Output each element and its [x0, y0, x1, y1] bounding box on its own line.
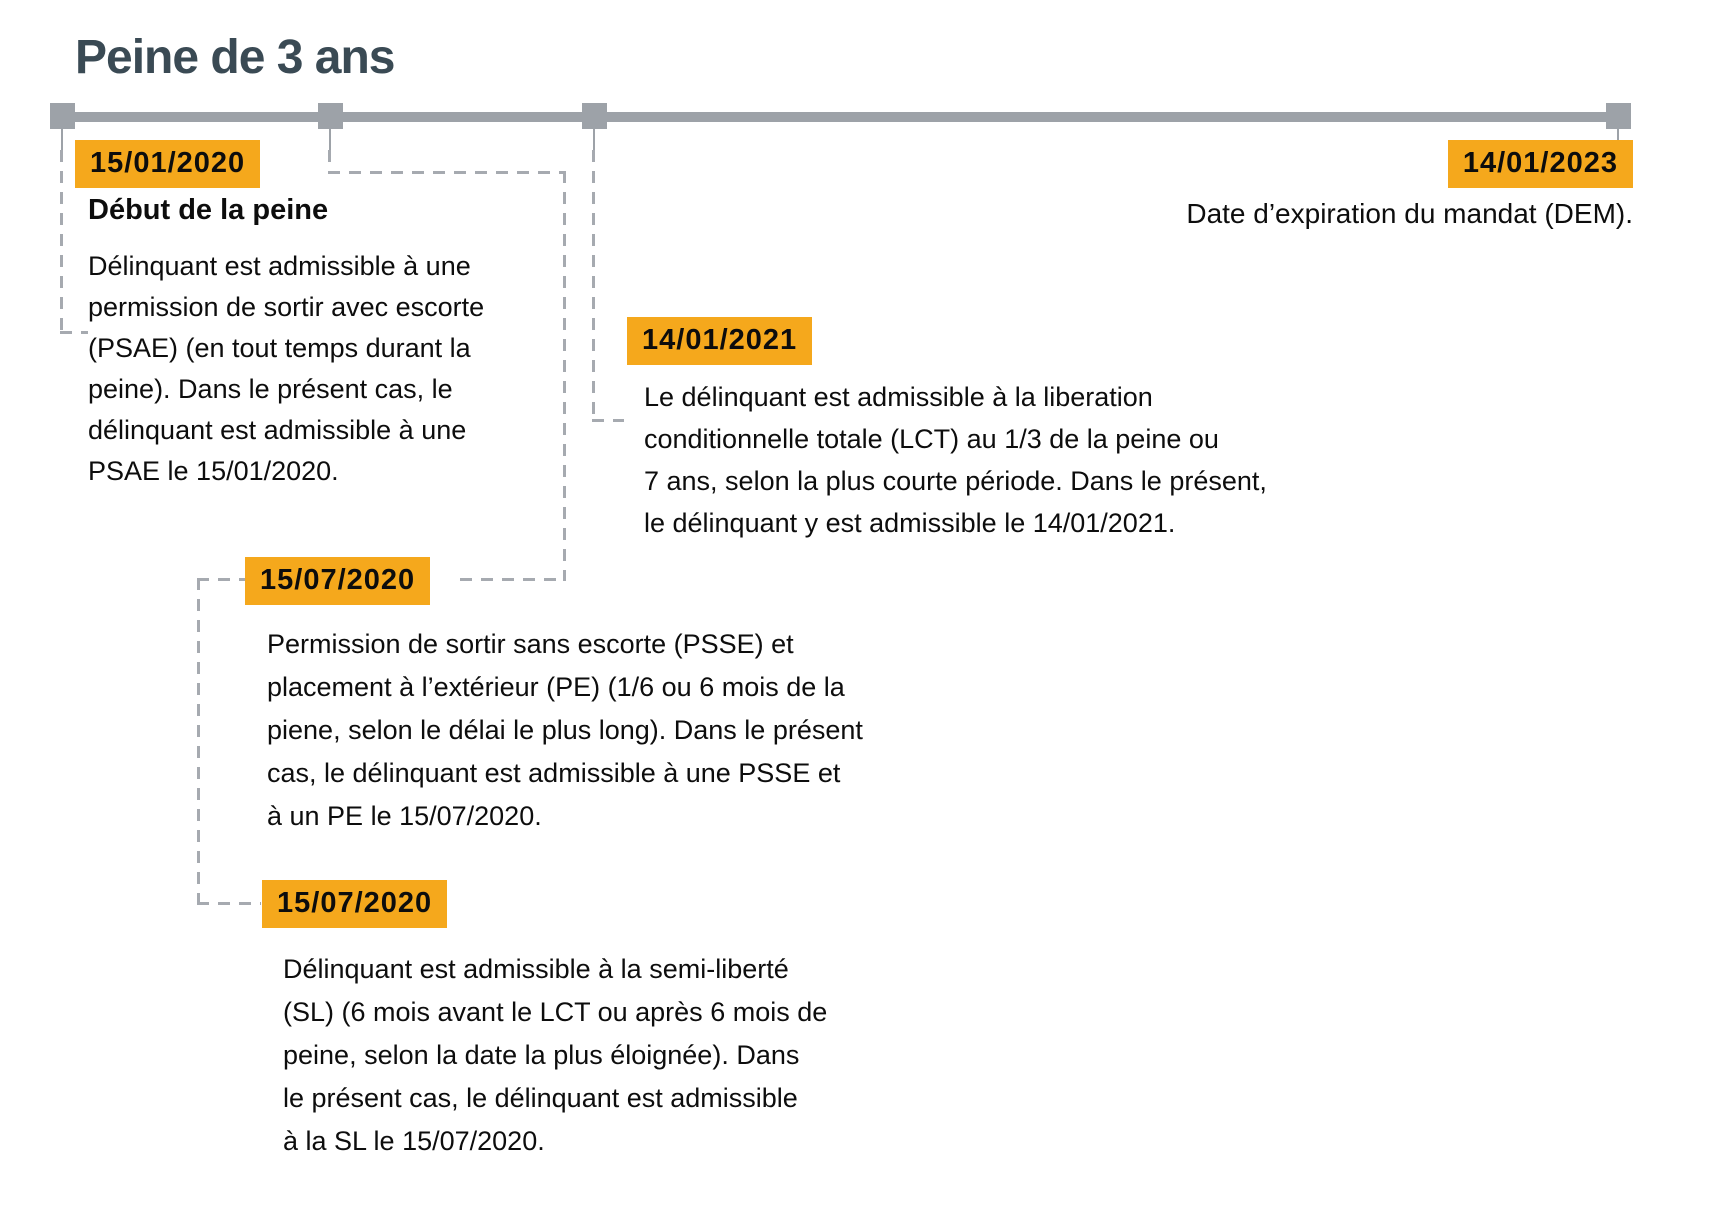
- page-title: Peine de 3 ans: [75, 31, 395, 84]
- text-line: permission de sortir avec escorte: [88, 292, 485, 322]
- connector-dash-psse-drop: [328, 150, 331, 174]
- connector-dash-psse-top: [328, 171, 566, 174]
- text-line: Le délinquant est admissible à la libera…: [644, 382, 1153, 412]
- text-line: délinquant est admissible à une: [88, 415, 467, 445]
- event-lct-description: Le délinquant est admissible à la libera…: [644, 376, 1267, 544]
- connector-dash-sl-into-badge: [197, 902, 261, 905]
- marker-stem: [593, 129, 595, 153]
- timeline-marker-end: [1606, 103, 1631, 129]
- text-line: Délinquant est admissible à la semi-libe…: [283, 954, 789, 984]
- timeline-bar: [50, 112, 1630, 122]
- dem-caption: Date d’expiration du mandat (DEM).: [1186, 198, 1633, 229]
- date-badge-lct: 14/01/2021: [627, 317, 813, 365]
- timeline-marker-lct: [582, 103, 607, 129]
- event-start-description: Délinquant est admissible à une permissi…: [88, 246, 484, 492]
- text-line: cas, le délinquant est admissible à une …: [267, 758, 841, 788]
- text-line: conditionnelle totale (LCT) au 1/3 de la…: [644, 424, 1219, 454]
- date-badge-start: 15/01/2020: [75, 140, 261, 188]
- connector-dash-psse-vertical: [563, 171, 566, 581]
- connector-dash-sl-vertical: [197, 578, 200, 905]
- text-line: le présent cas, le délinquant est admiss…: [283, 1083, 798, 1113]
- connector-dash-sl-top: [197, 578, 245, 581]
- text-line: Délinquant est admissible à une: [88, 251, 471, 281]
- date-badge-psse: 15/07/2020: [245, 557, 431, 605]
- text-line: à un PE le 15/07/2020.: [267, 801, 542, 831]
- connector-dash-start-vertical: [60, 150, 63, 334]
- event-start-heading: Début de la peine: [88, 194, 329, 226]
- text-line: (SL) (6 mois avant le LCT ou après 6 moi…: [283, 997, 828, 1027]
- connector-dash-lct-vertical: [592, 150, 595, 422]
- text-line: peine). Dans le présent cas, le: [88, 374, 453, 404]
- text-line: piene, selon le délai le plus long). Dan…: [267, 715, 863, 745]
- connector-dash-lct-elbow: [592, 419, 624, 422]
- marker-stem: [329, 129, 331, 153]
- text-line: le délinquant y est admissible le 14/01/…: [644, 508, 1176, 538]
- text-line: placement à l’extérieur (PE) (1/6 ou 6 m…: [267, 672, 845, 702]
- text-line: à la SL le 15/07/2020.: [283, 1126, 545, 1156]
- text-line: PSAE le 15/01/2020.: [88, 456, 339, 486]
- date-badge-dem: 14/01/2023: [1447, 140, 1633, 188]
- timeline-marker-start: [50, 103, 75, 129]
- connector-dash-start-elbow: [60, 331, 88, 334]
- marker-stem: [61, 129, 63, 153]
- event-psse-description: Permission de sortir sans escorte (PSSE)…: [267, 623, 863, 838]
- connector-dash-psse-into-badge: [460, 578, 566, 581]
- text-line: (PSAE) (en tout temps durant la: [88, 333, 471, 363]
- text-line: peine, selon la date la plus éloignée). …: [283, 1040, 800, 1070]
- text-line: 7 ans, selon la plus courte période. Dan…: [644, 466, 1267, 496]
- date-badge-sl: 15/07/2020: [262, 880, 448, 928]
- event-sl-description: Délinquant est admissible à la semi-libe…: [283, 948, 827, 1163]
- text-line: Permission de sortir sans escorte (PSSE)…: [267, 629, 794, 659]
- timeline-marker-psse: [318, 103, 343, 129]
